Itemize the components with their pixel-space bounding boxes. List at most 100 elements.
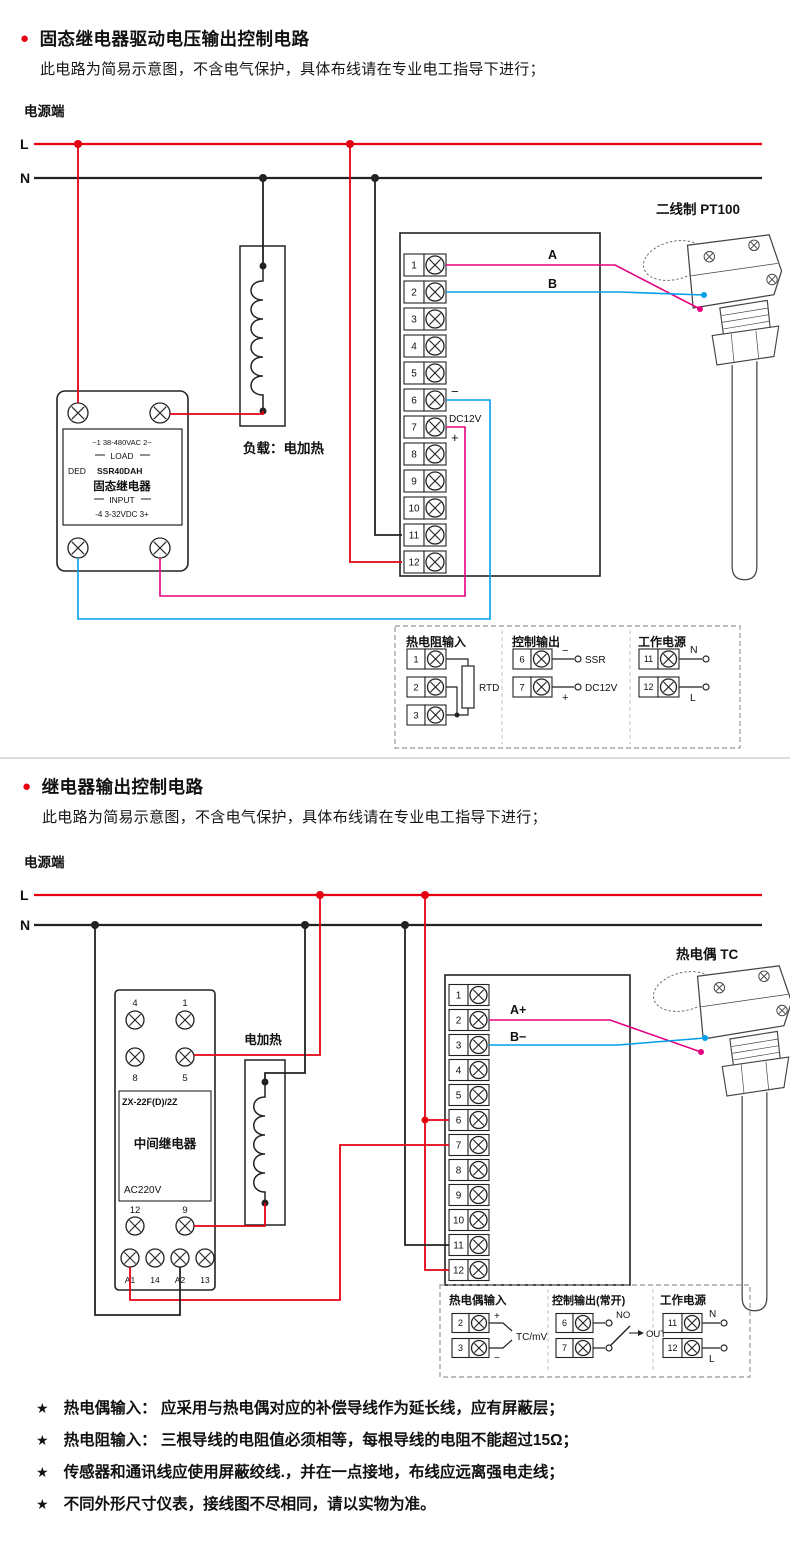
heater-load-2 [244,1059,286,1226]
terminal-number: 6 [456,1116,462,1127]
terminal-number: 1 [411,261,417,272]
relay-screw-icon [175,1010,195,1030]
relay-pin: 8 [132,1073,137,1084]
relay-name: 中间继电器 [134,1136,197,1151]
sensor-label-2: 热电偶 TC [676,946,738,962]
detail-box-2: 热电偶输入 23 + − TC/mV 控制输出(常开) 67 NO OUT 工作… [439,1284,751,1378]
rail-l-label-1: L [20,136,29,152]
terminal-number: 7 [411,423,417,434]
relay-pin: 5 [182,1073,187,1084]
star-icon: ★ [36,1496,49,1512]
ctrl-ssr-label: SSR [585,655,606,666]
power-header-2: 工作电源 [660,1293,706,1307]
terminal-number: 3 [413,710,418,721]
relay-screw-icon [175,1047,195,1067]
terminal-number: 7 [519,682,524,693]
power-n-label-1: N [690,644,698,656]
ssr-name: 固态继电器 [93,479,151,493]
terminal-number: 4 [411,342,417,353]
terminal-number: 4 [456,1066,462,1077]
terminal-number: 12 [408,558,420,569]
star-icon: ★ [36,1464,49,1480]
rail-n-label-2: N [20,917,30,933]
terminal-number: 1 [456,991,462,1002]
heater-coil-2 [253,1082,266,1203]
section2-subtitle: 此电路为简易示意图，不含电气保护，具体布线请在专业电工指导下进行； [42,809,547,826]
rtd-header: 热电阻输入 [406,634,466,649]
junction-dots-1 [74,140,707,312]
power-l-label-2: L [709,1354,715,1365]
ctrl-terminal-strip-1: 67 [512,648,553,698]
note-text: 传感器和通讯线应使用屏蔽绞线.，并在一点接地，布线应远离强电走线； [63,1464,564,1481]
junction-dots-2 [91,891,708,1124]
relay-screw-icon [170,1248,190,1268]
ssr-module: ~1 38-480VAC 2~ LOAD DED SSR40DAH 固态继电器 … [56,390,189,572]
terminal-number: 11 [409,531,420,542]
relay-screw-icon [145,1248,165,1268]
section1-subtitle: 此电路为简易示意图，不含电气保护，具体布线请在专业电工指导下进行； [40,61,545,78]
heater-label-2: 电加热 [244,1032,282,1047]
pt100-sensor [638,233,783,581]
terminal-number: 2 [413,682,418,693]
ssr-model: SSR40DAH [97,466,142,476]
sensor-label-1: 二线制 PT100 [656,201,740,217]
ssr-screw-icon [149,537,171,559]
terminal-number: 10 [453,1216,465,1227]
minus-label-1: − [451,384,459,399]
heater-coil-1 [250,266,264,411]
terminal-number: 7 [562,1343,567,1353]
star-icon: ★ [36,1400,49,1416]
wire-b-label-2: B− [510,1030,526,1044]
terminal-number: 5 [456,1091,462,1102]
terminal-number: 6 [411,396,417,407]
star-icon: ★ [36,1432,49,1448]
rail-n-label-1: N [20,170,30,186]
plus-label-1: + [451,430,459,445]
no-contact-blade [610,1325,631,1346]
terminal-number: 11 [453,1241,464,1252]
relay-screw-icon [125,1010,145,1030]
ctrl-terminal-strip-2: 67 [555,1312,594,1359]
heater-load-1 [239,245,286,427]
power-header-1: 工作电源 [638,634,686,649]
wire-a-label-2: A+ [510,1003,526,1017]
note-text: 不同外形尺寸仪表，接线图不尽相同，请以实物为准。 [63,1496,436,1513]
ssr-screw-icon [67,402,89,424]
out-arrow-icon [638,1330,644,1336]
ssr-screw-icon [149,402,171,424]
rtd-terminal-strip: 1 2 3 [406,648,447,726]
relay-pin: 4 [132,998,137,1009]
ctrl-plus-1: + [562,692,568,704]
power-l-label-1: L [690,692,696,704]
relay-pin: 9 [182,1205,187,1216]
rtd-wiring [446,658,475,716]
power-end-label-2: 电源端 [24,854,65,870]
load-label-1: 负载：电加热 [243,440,324,456]
terminal-number: 7 [456,1141,462,1152]
no-label: NO [616,1310,630,1321]
terminal-number: 1 [413,654,418,665]
ssr-rating-top: ~1 38-480VAC 2~ [92,438,152,447]
detail-box-1: 热电阻输入 123 RTD 控制输出 67 − SSR + DC12V 工作电源… [394,625,741,749]
ctrl-minus-1: − [562,645,568,657]
relay-screw-icon [125,1047,145,1067]
terminal-number: 12 [667,1343,677,1353]
ctrl-dc12v-label: DC12V [585,683,618,694]
terminal-number: 2 [456,1016,462,1027]
relay-voltage: AC220V [124,1185,162,1196]
rtd-label: RTD [479,683,499,694]
wire-b-label-1: B [548,277,557,291]
terminal-number: 2 [411,288,417,299]
ssr-input-label: INPUT [109,495,135,505]
relay-screw-icon [175,1216,195,1236]
power-n-label-2: N [709,1309,716,1320]
note-text: 热电偶输入： 应采用与热电偶对应的补偿导线作为延长线，应有屏蔽层； [63,1400,564,1417]
note-item: ★ 不同外形尺寸仪表，接线图不尽相同，请以实物为准。 [36,1492,776,1514]
terminal-number: 2 [458,1318,463,1328]
power-end-label-1: 电源端 [24,103,65,119]
terminal-number: 11 [644,654,653,664]
section2-title: 继电器输出控制电路 [41,777,204,797]
